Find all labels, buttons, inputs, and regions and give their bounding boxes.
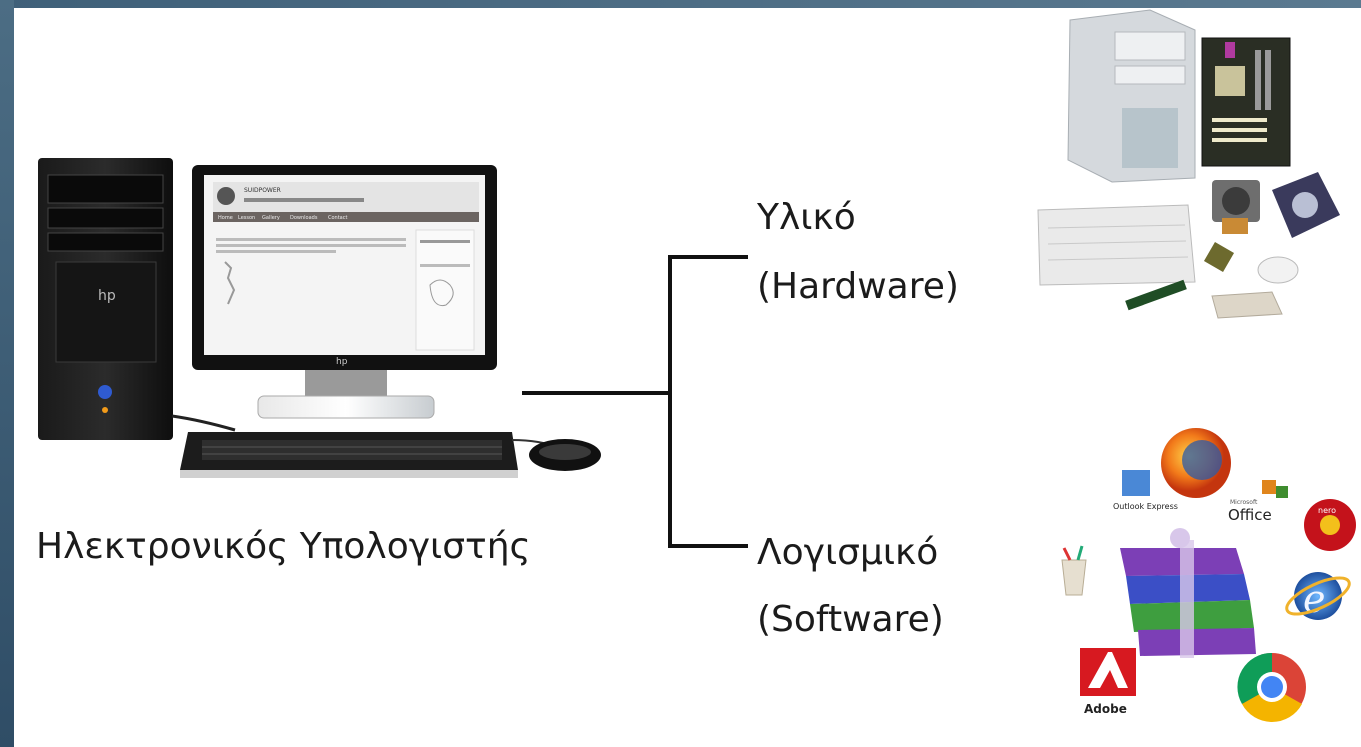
hardware-components-image bbox=[1037, 9, 1340, 319]
hardware-title: Υλικό bbox=[757, 197, 856, 238]
hardware-subtitle: (Hardware) bbox=[757, 266, 959, 307]
slide-frame-left bbox=[0, 0, 14, 747]
software-title: Λογισμικό bbox=[757, 532, 939, 573]
computer-label: Ηλεκτρονικός Υπολογιστής bbox=[36, 526, 531, 567]
slide-frame-top bbox=[0, 0, 1361, 8]
screen-menu-gallery: Gallery bbox=[262, 215, 280, 221]
screen-menu-contact: Contact bbox=[328, 215, 347, 221]
software-subtitle: (Software) bbox=[757, 599, 944, 640]
office-label: Office bbox=[1228, 506, 1272, 524]
screen-menu-lesson: Lesson bbox=[238, 215, 255, 221]
software-logos-image: Outlook Express Microsoft Office nero e … bbox=[1061, 428, 1356, 722]
nero-label: nero bbox=[1318, 506, 1336, 515]
screen-menu-downloads: Downloads bbox=[290, 215, 318, 221]
outlook-label: Outlook Express bbox=[1113, 502, 1178, 511]
desktop-computer-image: hp SUIDPOWER Home Lesson Gallery Downloa… bbox=[38, 158, 601, 478]
connector-lines bbox=[522, 255, 748, 548]
screen-header-title: SUIDPOWER bbox=[244, 187, 281, 194]
svg-text:hp: hp bbox=[98, 288, 116, 304]
adobe-label: Adobe bbox=[1084, 702, 1127, 716]
screen-menu-home: Home bbox=[218, 215, 233, 221]
svg-text:hp: hp bbox=[336, 357, 348, 367]
office-sub-label: Microsoft bbox=[1230, 499, 1258, 506]
